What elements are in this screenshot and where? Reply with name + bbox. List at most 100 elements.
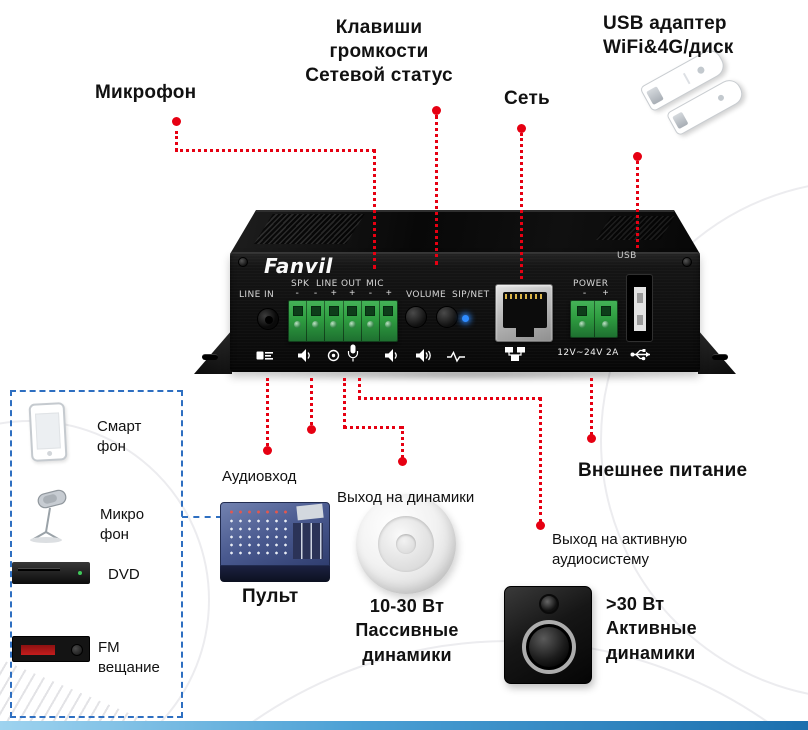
mixer-link-line — [182, 516, 222, 518]
terminal-cells — [571, 301, 617, 337]
terminal-screw — [312, 321, 320, 328]
sip-net-led — [462, 315, 469, 322]
mixer-panel-sheet — [296, 503, 324, 521]
speaker-woofer — [522, 620, 576, 674]
speaker-tweeter — [539, 594, 559, 614]
desk-microphone-image — [20, 488, 82, 549]
network-icon — [504, 346, 526, 367]
vent-grille — [254, 214, 365, 244]
terminal-screw — [602, 321, 610, 328]
device-top-face — [230, 210, 700, 254]
terminal-cell — [595, 301, 618, 337]
callout-line — [175, 131, 178, 151]
terminal-cell — [325, 301, 344, 341]
terminal-hole — [383, 306, 394, 316]
terminal-block-6pin — [288, 300, 398, 342]
terminal-screw — [330, 321, 338, 328]
callout-network: Сеть — [504, 88, 550, 109]
polarity-mark: - — [313, 288, 318, 299]
usb-stick-logo — [696, 65, 706, 75]
polarity-mark: - — [582, 288, 587, 299]
line-in-jack — [257, 308, 279, 330]
callout-external-power: Внешнее питание — [578, 460, 748, 481]
speaker-icon — [384, 348, 401, 368]
usb-stick-seam — [682, 72, 691, 85]
ear-slot-left — [202, 354, 218, 360]
fm-knob — [71, 644, 83, 656]
rj45-opening — [503, 292, 547, 328]
terminal-polarity-row: - - + + - + — [288, 289, 398, 299]
callout-line — [401, 426, 404, 458]
power-spec-label: 12V~24V 2A — [557, 348, 619, 358]
terminal-hole — [347, 306, 358, 316]
signal-wave-icon — [446, 350, 466, 368]
terminal-hole — [365, 306, 376, 316]
passive-speakers-label: 10-30 Вт Пассивные динамики — [355, 596, 459, 665]
callout-line — [358, 397, 541, 400]
usb-contact — [637, 293, 643, 303]
callout-dot — [307, 425, 316, 434]
usb-stick-connector — [672, 111, 689, 130]
mixer-knobs-red — [227, 508, 289, 516]
callout-line — [636, 161, 639, 248]
smartphone-image — [28, 402, 68, 462]
polarity-mark: + — [385, 288, 392, 299]
footer-bar — [0, 721, 808, 730]
terminal-hole — [600, 306, 611, 316]
callout-dot — [536, 521, 545, 530]
callout-dot — [263, 446, 272, 455]
terminal-screw — [366, 321, 374, 328]
sip-net-label: SIP/NET — [452, 290, 490, 300]
line-out-label: LINE OUT — [316, 279, 362, 289]
callout-line — [590, 378, 593, 435]
terminal-hole — [577, 306, 588, 316]
ceiling-speaker-dome — [396, 534, 416, 554]
terminal-cell — [380, 301, 397, 341]
panel-screw-left — [238, 257, 248, 267]
usb-stick-connector — [646, 86, 664, 106]
mic-label: MIC — [366, 279, 384, 289]
terminal-hole — [310, 306, 321, 316]
source-label-dvd: DVD — [108, 566, 140, 583]
mounting-ear-left — [194, 330, 232, 374]
callout-dot — [398, 457, 407, 466]
callout-dot — [633, 152, 642, 161]
callout-line — [520, 133, 523, 279]
ear-slot-right — [712, 354, 728, 360]
terminal-hole — [328, 306, 339, 316]
callout-speaker-output: Выход на динамики — [337, 489, 475, 506]
source-label-microphone: Микрофон — [100, 506, 145, 543]
callout-line — [266, 378, 269, 446]
usb-port — [626, 274, 653, 342]
callout-usb-adapter-line1: USB адаптер — [603, 13, 727, 34]
terminal-hole — [292, 306, 303, 316]
dvd-tray — [18, 568, 60, 571]
power-polarity-row: - + — [574, 289, 616, 299]
spk-label: SPK — [291, 279, 310, 289]
usb-contact — [637, 315, 643, 325]
smartphone-screen — [35, 412, 61, 450]
line-in-label: LINE IN — [239, 290, 275, 300]
callout-line — [539, 397, 542, 523]
mixer-faders — [293, 523, 323, 559]
usb-trident-icon — [630, 347, 654, 367]
callout-audio-input: Аудиовход — [222, 468, 297, 485]
volume-button — [405, 306, 427, 328]
usb-label: USB — [617, 251, 637, 261]
callout-line — [343, 378, 346, 428]
callout-line — [310, 378, 313, 425]
callout-usb-adapter-line2: WiFi&4G/диск — [603, 36, 734, 58]
terminal-cell — [289, 301, 308, 341]
device-front-panel — [230, 252, 700, 372]
callout-dot — [432, 106, 441, 115]
volume-label: VOLUME — [406, 290, 447, 300]
callout-usb-adapter: USB адаптер WiFi&4G/диск — [603, 12, 734, 60]
audio-sources-box — [10, 390, 183, 718]
callout-line — [435, 115, 438, 265]
line-out-icon — [327, 349, 340, 367]
terminal-cell — [344, 301, 362, 341]
jack-hole — [265, 316, 273, 324]
mixer-front — [220, 566, 330, 582]
polarity-mark: - — [295, 288, 299, 299]
